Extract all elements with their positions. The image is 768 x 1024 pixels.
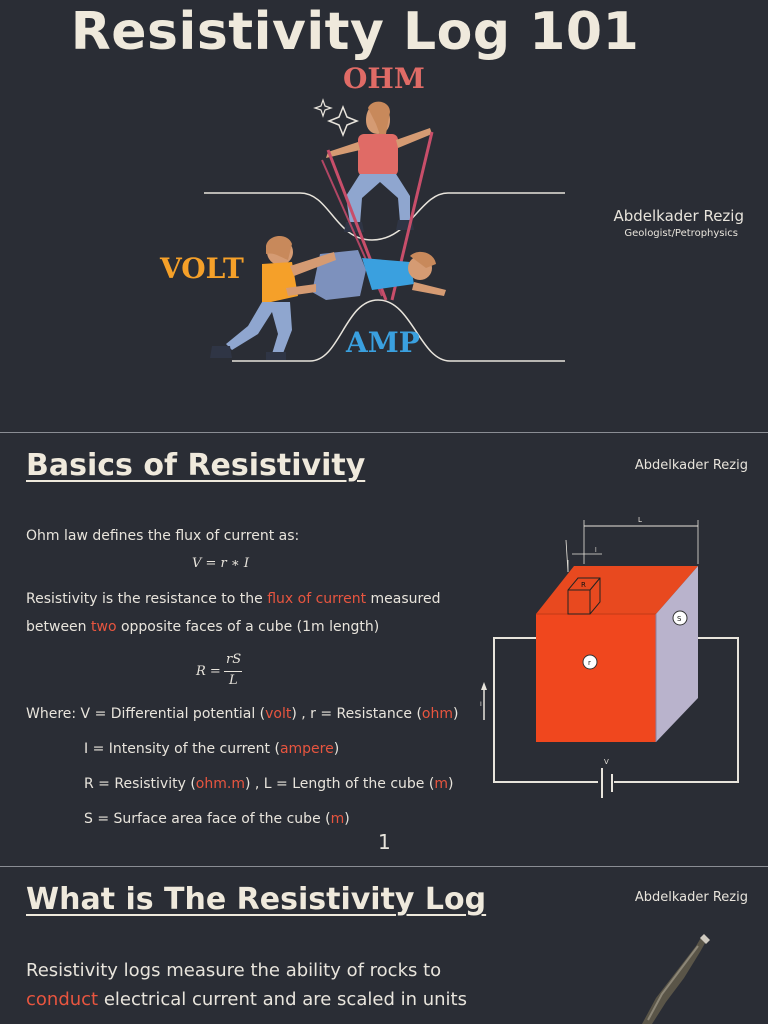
resistivity-definition-line1: Resistivity is the resistance to the flu… (26, 591, 441, 607)
svg-text:S: S (677, 615, 682, 623)
resistance-marker (582, 654, 598, 670)
title-slide: Resistivity Log 101 (0, 0, 768, 432)
slide-heading: What is The Resistivity Log (26, 882, 487, 917)
volt-label: VOLT (160, 252, 244, 285)
ohm-law-text: Ohm law defines the flux of current as: (26, 528, 300, 544)
author-name: Abdelkader Rezig (613, 207, 744, 225)
resistivity-formula: R = rS L (196, 652, 242, 688)
logging-tool-image (642, 934, 710, 1024)
cube-circuit-diagram: V I R l L r S (480, 516, 739, 798)
resistivity-log-slide: What is The Resistivity Log Abdelkader R… (0, 868, 768, 1024)
cube-side-face (656, 566, 698, 742)
length-label: L (638, 516, 642, 524)
slide-heading: Basics of Resistivity (26, 448, 366, 483)
element-label-R: R (581, 581, 586, 589)
voltage-label: V (604, 758, 609, 766)
page-number: 1 (378, 830, 391, 854)
paragraph-line2: conduct electrical current and are scale… (26, 989, 467, 1010)
volt-person (210, 235, 336, 360)
ohm-label: OHM (343, 62, 425, 95)
surface-line: S = Surface area face of the cube (m) (84, 811, 350, 827)
intensity-line: I = Intensity of the current (ampere) (84, 741, 340, 757)
tube-bottom-line (232, 299, 565, 362)
ohm-person (326, 101, 432, 232)
slide-title: Resistivity Log 101 (70, 2, 640, 62)
ohm-law-formula: V = r ∗ I (192, 556, 249, 571)
current-label: I (480, 701, 482, 708)
resistivity-definition-line2: between two opposite faces of a cube (1m… (26, 619, 380, 635)
cube-front-face (536, 614, 656, 742)
sparkle-small-icon (313, 98, 333, 118)
tube-top-line (204, 192, 565, 241)
author-name: Abdelkader Rezig (634, 458, 748, 473)
slide-divider (0, 432, 768, 433)
basics-slide: Basics of Resistivity Abdelkader Rezig O… (0, 434, 768, 866)
paragraph-line1: Resistivity logs measure the ability of … (26, 960, 442, 981)
resistivity-length-line: R = Resistivity (ohm.m) , L = Length of … (84, 776, 454, 792)
where-line: Where: V = Differential potential (volt)… (26, 706, 459, 722)
author-role: Geologist/Petrophysics (624, 228, 738, 239)
ohm-volt-amp-illustration (204, 98, 565, 362)
svg-text:r: r (588, 659, 591, 667)
surface-marker (672, 610, 688, 626)
small-length-label: l (595, 547, 597, 554)
sparkle-icon (326, 104, 360, 138)
amp-label: AMP (346, 326, 420, 359)
slide-divider (0, 866, 768, 867)
author-name: Abdelkader Rezig (634, 890, 748, 905)
cube-top-face (536, 566, 698, 614)
